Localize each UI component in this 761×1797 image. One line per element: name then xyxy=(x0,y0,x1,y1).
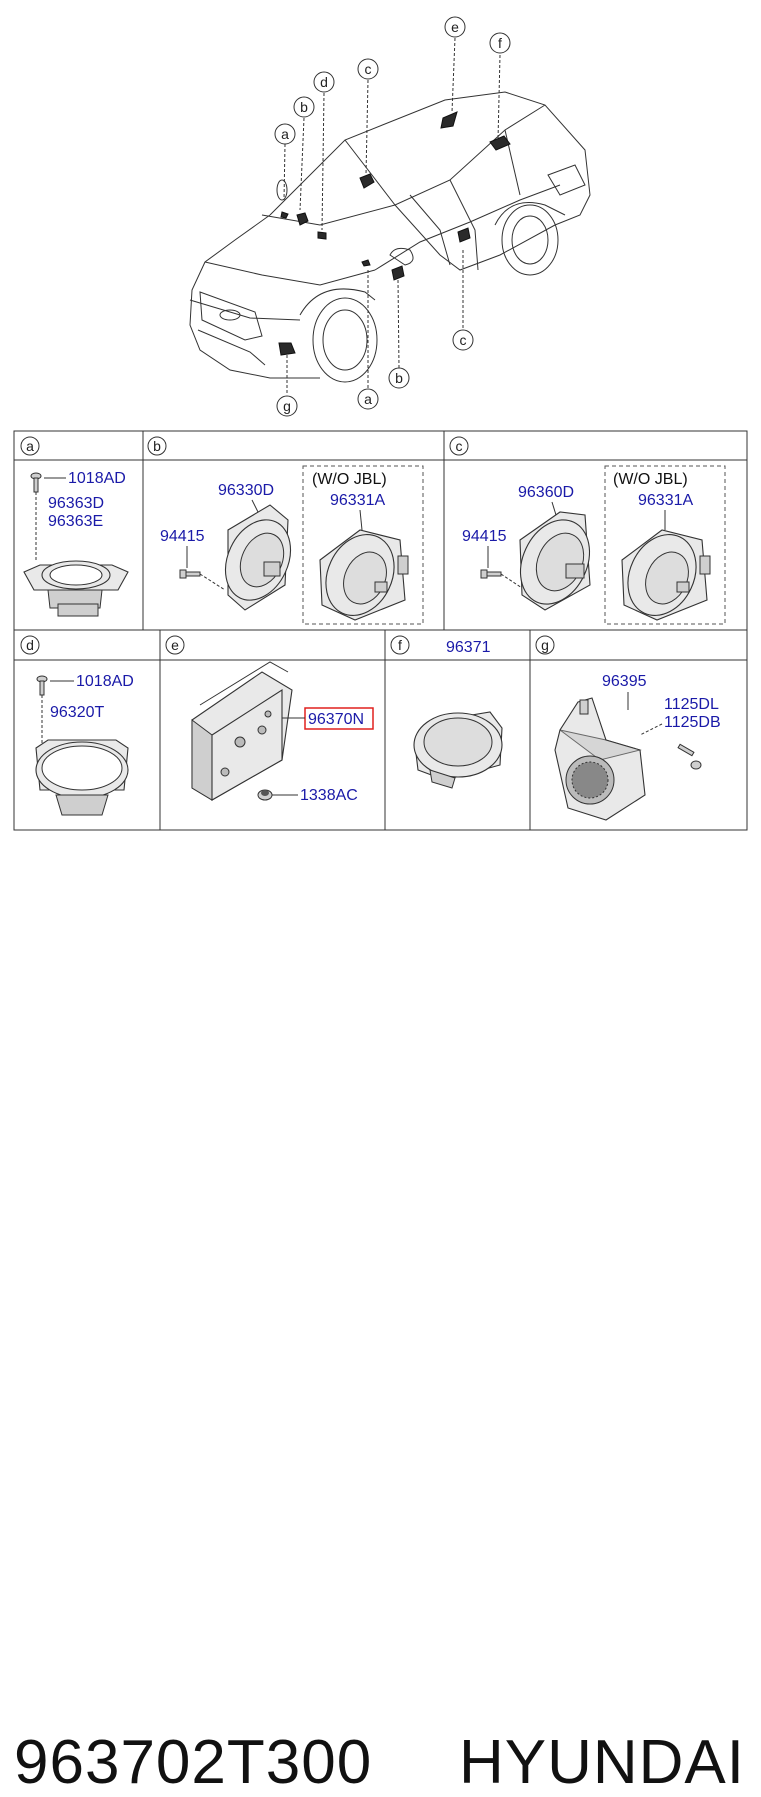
parts-diagram: a b d c e f c b a g a b c d e f g 96371 … xyxy=(0,0,761,848)
part-96320t-label: 96320T xyxy=(50,704,104,721)
part-96360d-label: 96360D xyxy=(518,484,574,501)
callout-e-top: e xyxy=(444,16,466,38)
callout-d-top: d xyxy=(313,71,335,93)
amplifier-icon xyxy=(191,661,293,801)
svg-text:g: g xyxy=(541,637,549,653)
wo-jbl-label-b: (W/O JBL) xyxy=(312,471,387,488)
section-a-header: a xyxy=(20,436,40,456)
speaker-icon xyxy=(319,529,409,621)
parts-grid xyxy=(13,430,748,831)
section-a: 1018AD 96363D 96363E xyxy=(23,470,129,617)
callout-g-bottom: g xyxy=(276,395,298,417)
svg-text:b: b xyxy=(395,370,403,386)
svg-text:a: a xyxy=(26,438,34,454)
screw-icon xyxy=(36,675,48,696)
subwoofer-bracket-icon xyxy=(554,697,646,821)
section-c: 96360D 94415 (W/O JBL) 96331A xyxy=(462,465,726,625)
svg-text:f: f xyxy=(498,35,502,51)
section-e-header: e xyxy=(165,635,185,655)
section-f xyxy=(413,711,503,789)
svg-text:b: b xyxy=(300,99,308,115)
callout-f-top: f xyxy=(489,32,511,54)
section-b-header: b xyxy=(147,436,167,456)
svg-text:g: g xyxy=(283,398,291,414)
part-1018ad-d-label: 1018AD xyxy=(76,673,134,690)
section-g-header: g xyxy=(535,635,555,655)
svg-text:e: e xyxy=(171,637,179,653)
tweeter-speaker-icon xyxy=(23,560,129,617)
callout-a-bottom: a xyxy=(357,388,379,410)
woofer-speaker-icon xyxy=(224,504,292,611)
screw-icon xyxy=(30,472,42,493)
part-96395-label: 96395 xyxy=(602,673,647,690)
screw-icon xyxy=(179,569,201,579)
speaker-icon xyxy=(621,529,711,621)
callout-b-bottom: b xyxy=(388,367,410,389)
svg-text:e: e xyxy=(451,19,459,35)
nut-icon xyxy=(257,789,273,801)
part-96331a-b-label: 96331A xyxy=(330,492,385,509)
svg-text:b: b xyxy=(153,438,161,454)
speaker-icon xyxy=(413,711,503,789)
svg-text:c: c xyxy=(460,332,467,348)
callout-c-bottom: c xyxy=(452,329,474,351)
section-c-header: c xyxy=(449,436,469,456)
part-96370n-label: 96370N xyxy=(308,711,364,728)
callout-c-top: c xyxy=(357,58,379,80)
section-d: 1018AD 96320T xyxy=(35,673,134,816)
part-1338ac-label: 1338AC xyxy=(300,787,358,804)
svg-text:d: d xyxy=(320,74,328,90)
svg-text:a: a xyxy=(364,391,372,407)
svg-text:c: c xyxy=(456,438,463,454)
part-1018ad-label: 1018AD xyxy=(68,470,126,487)
part-96331a-c-label: 96331A xyxy=(638,492,693,509)
section-g: 96395 1125DL 1125DB xyxy=(554,673,721,821)
section-e: 96370N 1338AC xyxy=(191,661,374,804)
screw-icon xyxy=(480,569,502,579)
callout-a-top: a xyxy=(274,123,296,145)
section-b: 96330D 94415 (W/O JBL) 96331A xyxy=(160,465,424,625)
part-94415-c-label: 94415 xyxy=(462,528,507,545)
svg-text:a: a xyxy=(281,126,289,142)
wo-jbl-label-c: (W/O JBL) xyxy=(613,471,688,488)
part-number-caption: 963702T300 xyxy=(14,1728,373,1797)
part-1125dl-label: 1125DL xyxy=(664,696,719,713)
section-f-header: f xyxy=(390,635,410,655)
woofer-speaker-icon xyxy=(519,511,591,611)
svg-text:d: d xyxy=(26,637,34,653)
caption-bar: 963702T300 HYUNDAI xyxy=(0,848,761,1794)
brand-caption: HYUNDAI xyxy=(458,1728,745,1797)
svg-text:f: f xyxy=(398,637,402,653)
part-96330d-label: 96330D xyxy=(218,482,274,499)
part-96363e-label: 96363E xyxy=(48,513,103,530)
part-1125db-label: 1125DB xyxy=(664,714,721,731)
part-96371-label: 96371 xyxy=(446,639,491,656)
midrange-speaker-icon xyxy=(35,739,129,816)
diagram-svg: a b d c e f c b a g a b c d e f g 96371 … xyxy=(13,16,748,831)
bolt-icon xyxy=(677,743,702,770)
svg-text:c: c xyxy=(365,61,372,77)
car-illustration: a b d c e f c b a g xyxy=(189,16,591,417)
part-94415-b-label: 94415 xyxy=(160,528,205,545)
section-d-header: d xyxy=(20,635,40,655)
part-96363d-label: 96363D xyxy=(48,495,104,512)
callout-b-top: b xyxy=(293,96,315,118)
